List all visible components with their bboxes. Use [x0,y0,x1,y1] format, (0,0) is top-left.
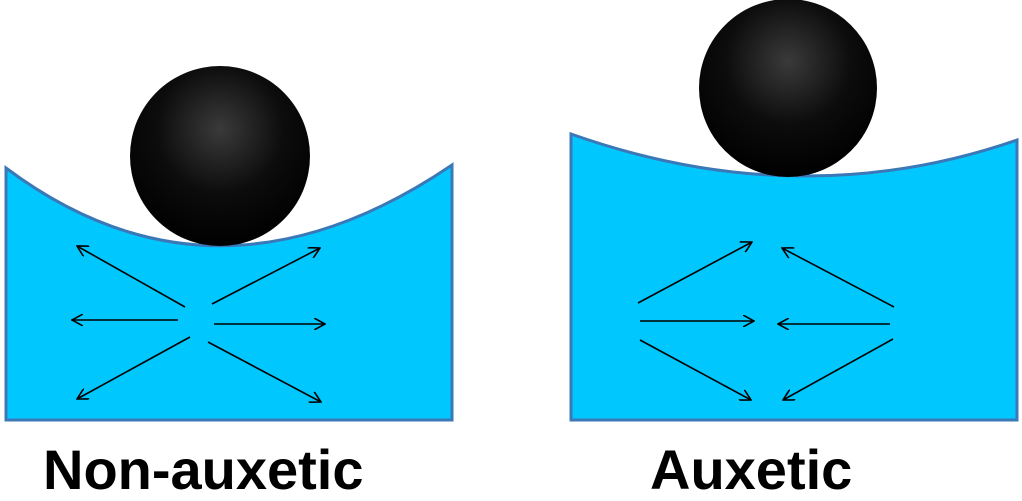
arrow-lower-left [77,336,191,399]
arrow-lower-right [207,341,321,402]
auxetic-label: Auxetic [650,438,853,501]
arrow-upper-left-inward [637,242,752,304]
arrow-upper-right-inward [782,248,895,308]
auxetic-panel [569,0,1019,422]
arrow-upper-right [211,248,320,305]
auxetic-material-block [569,131,1019,422]
non-auxetic-material-block [4,162,454,422]
arrow-lower-left-inward [639,339,751,400]
non-auxetic-arrows [72,246,325,402]
non-auxetic-label: Non-auxetic [43,438,364,501]
non-auxetic-panel [4,66,454,422]
auxetic-indenter-ball [699,0,877,177]
arrow-lower-right-inward [783,338,894,400]
arrow-upper-left [77,246,186,308]
auxetic-arrows [637,242,895,400]
non-auxetic-indenter-ball [130,66,310,246]
